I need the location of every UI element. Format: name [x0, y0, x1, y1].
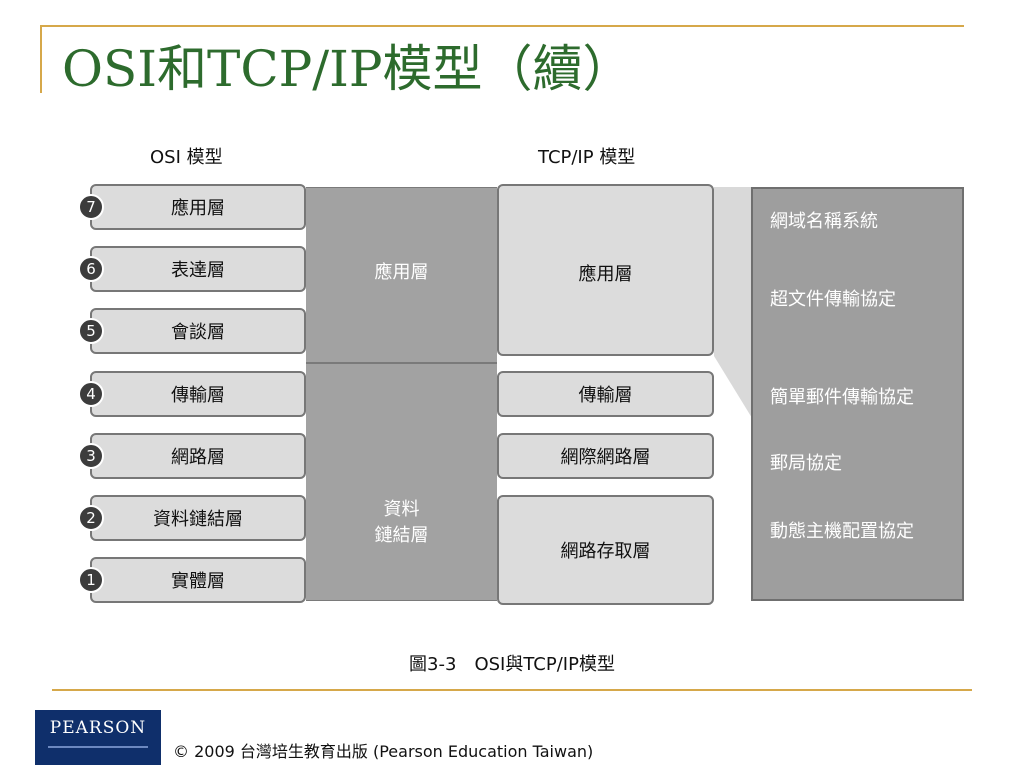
tcpip-layer-label: 傳輸層: [578, 385, 633, 406]
osi-layer-label: 實體層: [171, 571, 225, 592]
osi-layer-label: 網路層: [171, 447, 225, 468]
protocol-dns: 網域名稱系統: [770, 211, 878, 232]
protocol-panel: [751, 187, 964, 601]
osi-layer-2: 資料鏈結層: [90, 495, 306, 541]
slide-title: OSI和TCP/IP模型（續）: [62, 40, 633, 98]
copyright: © 2009 台灣培生教育出版 (Pearson Education Taiwa…: [173, 742, 594, 761]
tcpip-layer-internet: 網際網路層: [497, 433, 714, 479]
protocol-dhcp: 動態主機配置協定: [770, 521, 914, 542]
osi-layer-4: 傳輸層: [90, 371, 306, 417]
tcpip-layer-transport: 傳輸層: [497, 371, 714, 417]
protocol-pop: 郵局協定: [770, 453, 842, 474]
tcpip-layer-network-access: 網路存取層: [497, 495, 714, 605]
osi-badge-5: 5: [78, 318, 104, 344]
osi-layer-label: 傳輸層: [171, 385, 225, 406]
osi-layer-label: 應用層: [171, 198, 225, 219]
osi-heading: OSI 模型: [150, 147, 223, 168]
tcpip-layer-label: 網路存取層: [560, 541, 651, 562]
osi-layer-label: 會談層: [171, 322, 225, 343]
osi-badge-4: 4: [78, 381, 104, 407]
osi-badge-3: 3: [78, 443, 104, 469]
pearson-logo: [35, 710, 161, 765]
tcpip-layer-label: 網際網路層: [560, 447, 651, 468]
osi-group-datalink-line2: 鏈結層: [374, 525, 429, 546]
osi-layer-7: 應用層: [90, 184, 306, 230]
pearson-logo-swoosh: [48, 746, 148, 748]
osi-layer-label: 資料鏈結層: [153, 509, 243, 530]
pearson-logo-text: PEARSON: [49, 718, 147, 738]
osi-group-application: 應用層: [306, 187, 497, 363]
tcpip-layer-label: 應用層: [578, 264, 633, 285]
protocol-http: 超文件傳輸協定: [770, 289, 896, 310]
title-rule-left: [40, 25, 42, 93]
osi-layer-5: 會談層: [90, 308, 306, 354]
osi-layer-1: 實體層: [90, 557, 306, 603]
osi-badge-7: 7: [78, 194, 104, 220]
osi-layer-6: 表達層: [90, 246, 306, 292]
title-rule: [40, 25, 964, 27]
osi-badge-1: 1: [78, 567, 104, 593]
tcpip-layer-application: 應用層: [497, 184, 714, 356]
osi-badge-2: 2: [78, 505, 104, 531]
osi-layer-3: 網路層: [90, 433, 306, 479]
osi-group-application-label: 應用層: [374, 262, 429, 283]
osi-group-datalink-line1: 資料: [383, 499, 420, 520]
osi-layer-label: 表達層: [171, 260, 225, 281]
protocol-smtp: 簡單郵件傳輸協定: [770, 387, 914, 408]
figure-caption: 圖3-3 OSI與TCP/IP模型: [409, 654, 615, 675]
osi-badge-6: 6: [78, 256, 104, 282]
tcpip-heading: TCP/IP 模型: [538, 147, 636, 168]
footer-rule: [52, 689, 972, 691]
osi-group-datalink: 資料 鏈結層: [306, 363, 497, 601]
